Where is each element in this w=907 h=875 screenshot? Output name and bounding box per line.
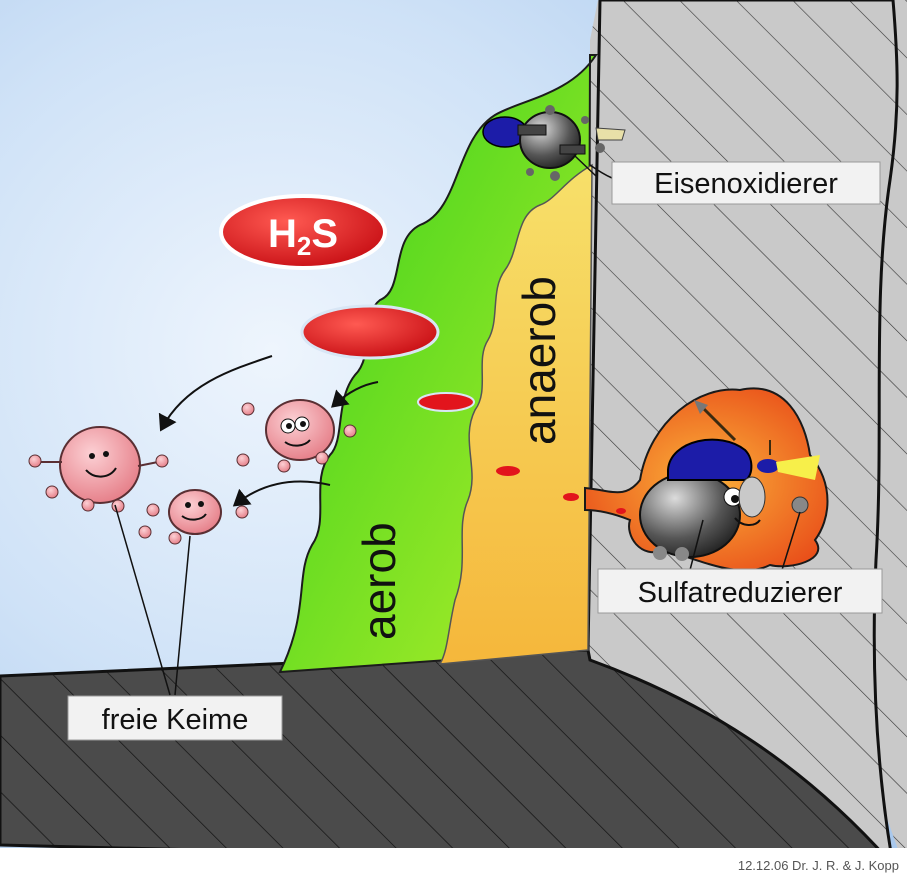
footer-credit: 12.12.06 Dr. J. R. & J. Kopp xyxy=(738,858,899,873)
gas-bubble xyxy=(563,493,579,501)
aerob-zone-label: aerob xyxy=(353,522,405,640)
gas-bubble xyxy=(616,508,626,514)
free-germs-label: freie Keime xyxy=(102,704,249,736)
sulfate-reducer-label-box: Sulfatreduzierer xyxy=(598,569,882,613)
free-germs-label-box: freie Keime xyxy=(68,696,282,740)
gas-bubble xyxy=(496,466,520,476)
gas-bubble xyxy=(418,393,474,411)
iron-oxidizer-label: Eisenoxidierer xyxy=(654,168,838,200)
sulfate-reducer-label: Sulfatreduzierer xyxy=(638,577,843,609)
gas-bubble xyxy=(302,306,438,358)
anaerob-zone-label: anaerob xyxy=(513,276,565,445)
iron-oxidizer-label-box: Eisenoxidierer xyxy=(612,162,880,204)
